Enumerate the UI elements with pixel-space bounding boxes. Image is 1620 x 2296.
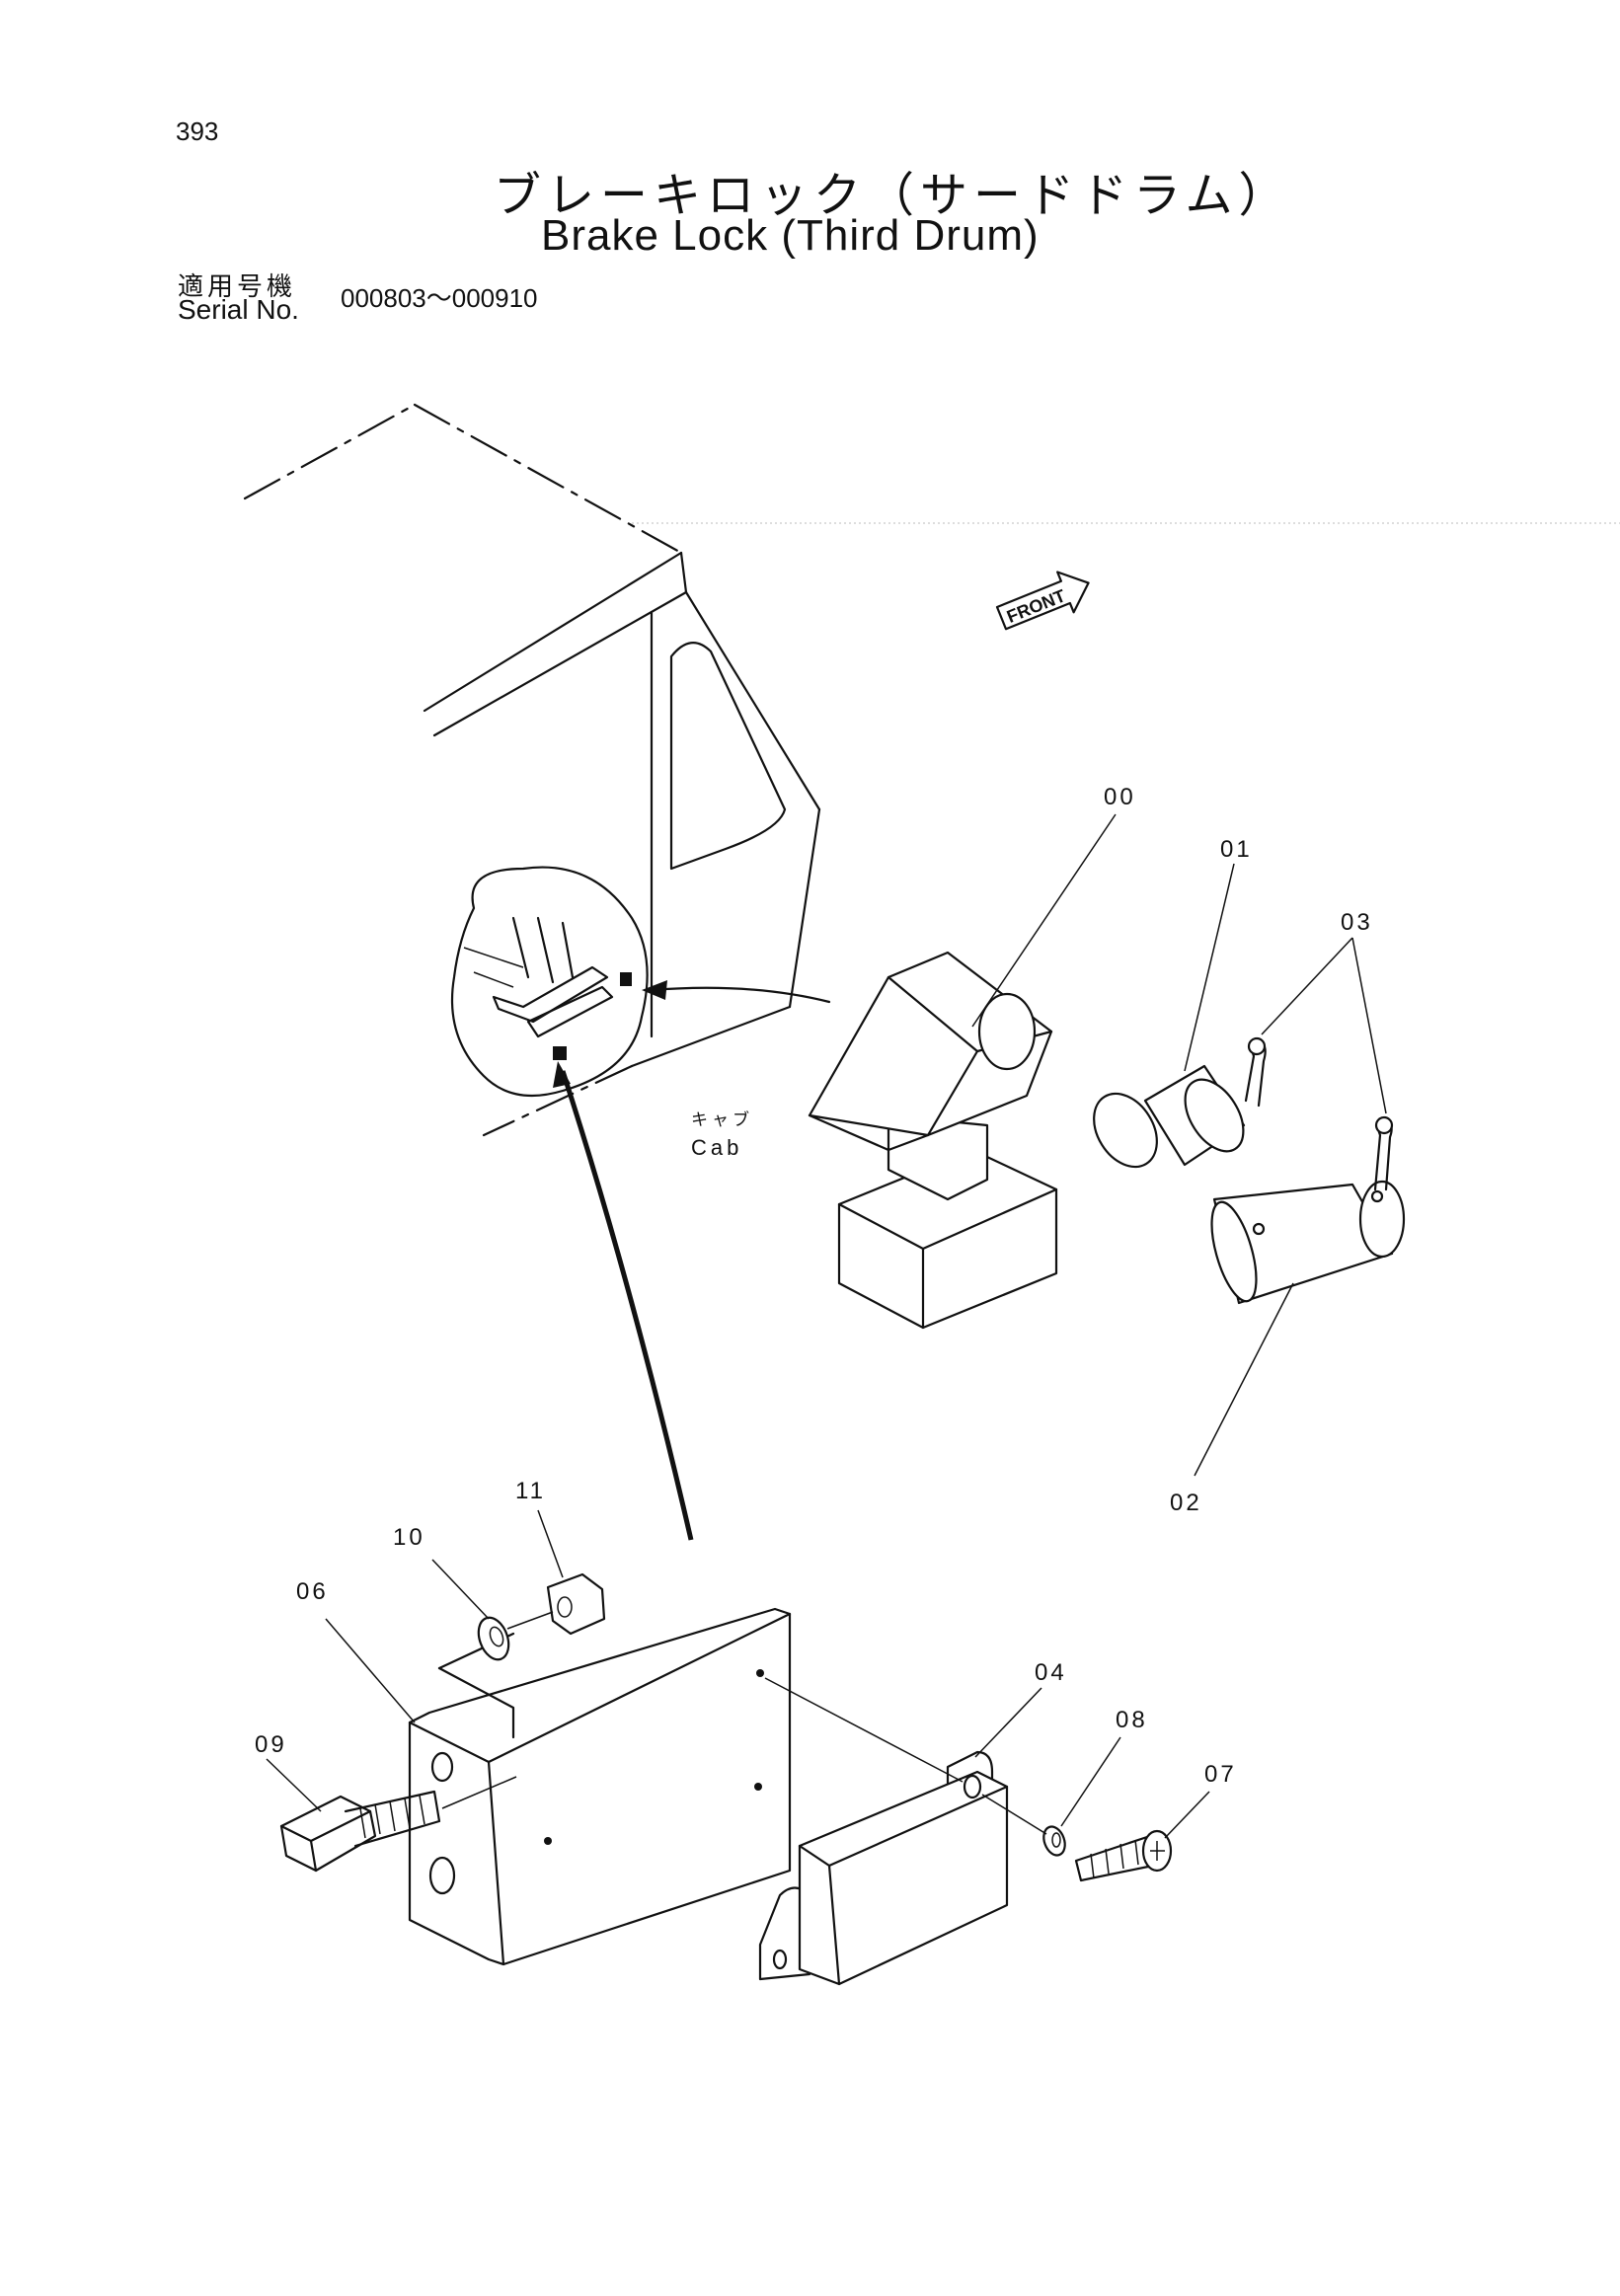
part-07-screw [1074, 1829, 1173, 1882]
label-11: 11 [515, 1478, 546, 1504]
leader-04 [974, 1687, 1042, 1758]
part-01-sleeve [1093, 1064, 1246, 1169]
part-04-switch-box [758, 1750, 1009, 1986]
part-09-bolt [279, 1790, 441, 1873]
part-00-lock-block [808, 951, 1058, 1330]
label-02: 02 [1170, 1490, 1202, 1516]
leader-09 [266, 1758, 322, 1812]
arrow-head-lower [553, 1061, 571, 1088]
leader-00 [971, 813, 1117, 1028]
title-english: Brake Lock (Third Drum) [541, 211, 1040, 260]
bracket-to-box-line [764, 1677, 964, 1783]
leader-02 [1194, 1282, 1294, 1477]
part-10-washer [477, 1616, 510, 1661]
part-06-bracket [408, 1607, 792, 1966]
arrow-line-upper [650, 986, 831, 1004]
part-02-pin [1210, 1180, 1406, 1305]
front-indicator: FRONT [995, 571, 1090, 631]
label-06: 06 [296, 1578, 329, 1605]
leader-11 [537, 1509, 564, 1578]
part-11-nut [546, 1572, 606, 1636]
leader-03b [1351, 937, 1387, 1114]
page-number: 393 [176, 116, 219, 146]
part-03-cotter-pins [1244, 1036, 1394, 1191]
label-08: 08 [1116, 1707, 1148, 1733]
part-08-lock-washer [1042, 1825, 1066, 1857]
label-01: 01 [1220, 836, 1253, 863]
serial-label-english: Serial No. [178, 294, 299, 325]
serial-label-japanese: 適用号機 [178, 272, 297, 302]
label-09: 09 [255, 1731, 287, 1758]
leader-07 [1164, 1791, 1210, 1839]
leader-08 [1060, 1736, 1121, 1827]
leader-01 [1184, 863, 1235, 1072]
leader-10 [431, 1559, 490, 1620]
bolt-axis-line [441, 1776, 517, 1809]
label-07: 07 [1204, 1761, 1237, 1788]
box-to-washer-axis [981, 1794, 1047, 1835]
cab-outline [243, 403, 821, 1137]
serial-range: 000803～000910 [341, 283, 538, 313]
leader-06 [325, 1618, 416, 1723]
cab-label-japanese: キャブ [691, 1110, 753, 1130]
arrow-head-upper [642, 980, 667, 1000]
cab-label-english: Cab [691, 1135, 742, 1160]
label-10: 10 [393, 1524, 425, 1551]
label-00: 00 [1104, 784, 1136, 810]
washer-nut-axis [506, 1611, 554, 1630]
label-03: 03 [1341, 909, 1373, 936]
label-04: 04 [1035, 1659, 1067, 1686]
cutaway-detail [450, 866, 649, 1098]
leader-03a [1261, 937, 1353, 1035]
arrow-line-lower [560, 1070, 694, 1541]
title-japanese: ブレーキロック（サードドラム） [494, 168, 1292, 223]
